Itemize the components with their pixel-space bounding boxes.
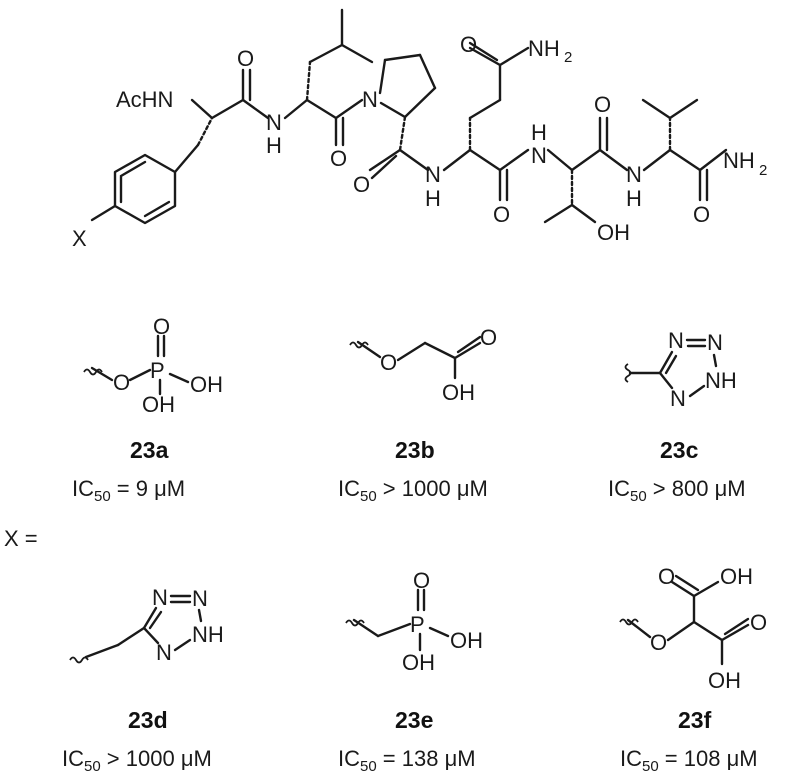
svg-text:OH: OH: [720, 564, 753, 589]
compound-23f-label: 23f: [678, 707, 712, 733]
variant-23b-structure: O O OH: [349, 325, 497, 405]
svg-text:P: P: [410, 612, 425, 637]
nh2-gln-n: NH: [528, 36, 560, 61]
svg-text:OH: OH: [450, 628, 483, 653]
svg-text:N: N: [156, 640, 172, 665]
oxygen-3: O: [353, 172, 370, 197]
compound-23d-label: 23d: [128, 707, 168, 733]
svg-text:N: N: [670, 386, 686, 411]
variant-23d-structure: N N NH N: [69, 585, 224, 665]
oxygen-2: O: [330, 146, 347, 171]
nh-3-h: H: [531, 120, 547, 145]
svg-text:O: O: [480, 325, 497, 350]
svg-text:OH: OH: [708, 668, 741, 693]
variant-23c-structure: N N NH N: [624, 328, 737, 411]
compound-23b-label: 23b: [395, 437, 435, 463]
ic50-23f: IC50 = 108 μM: [620, 746, 758, 775]
oxygen-6: O: [693, 202, 710, 227]
svg-text:O: O: [153, 314, 170, 339]
svg-text:N: N: [707, 330, 723, 355]
bond-benzyl: [173, 143, 200, 174]
variant-23f-structure: O O OH O OH: [619, 564, 767, 693]
variant-23a-structure: O P O OH OH: [83, 314, 223, 417]
svg-text:O: O: [380, 350, 397, 375]
svg-text:O: O: [413, 568, 430, 593]
svg-text:OH: OH: [190, 372, 223, 397]
svg-text:OH: OH: [402, 650, 435, 675]
x-substituent-label: X: [72, 226, 87, 251]
ic50-23d: IC50 > 1000 μM: [62, 746, 212, 775]
svg-text:OH: OH: [142, 392, 175, 417]
proline-ring: [378, 53, 437, 119]
variant-23e-structure: P O OH OH: [345, 568, 483, 675]
svg-text:O: O: [650, 630, 667, 655]
ic50-23e: IC50 = 138 μM: [338, 746, 476, 775]
peptide-structure: X AcHN O N H O N: [72, 8, 767, 251]
oxygen-5: O: [594, 92, 611, 117]
x-equals-label: X =: [4, 526, 38, 551]
proline-n: N: [362, 87, 378, 112]
nh-2-n: N: [425, 162, 441, 187]
ic50-23b: IC50 > 1000 μM: [338, 476, 488, 505]
achn-label: AcHN: [116, 87, 173, 112]
oxygen-4: O: [493, 202, 510, 227]
oxygen-1: O: [237, 46, 254, 71]
nh-2-h: H: [425, 186, 441, 211]
svg-text:O: O: [750, 610, 767, 635]
svg-text:OH: OH: [442, 380, 475, 405]
svg-text:NH: NH: [192, 622, 224, 647]
thr-oh: OH: [597, 220, 630, 245]
svg-text:P: P: [150, 358, 165, 383]
nh2-gln-sub: 2: [564, 49, 572, 66]
svg-text:N: N: [668, 328, 684, 353]
svg-text:NH: NH: [705, 368, 737, 393]
svg-text:O: O: [658, 564, 675, 589]
nh-4-h: H: [626, 186, 642, 211]
nh-1-h: H: [266, 133, 282, 158]
compound-23e-label: 23e: [395, 707, 433, 733]
oxygen-gln-side: O: [460, 32, 477, 57]
ic50-23a: IC50 = 9 μM: [72, 476, 185, 505]
svg-text:N: N: [192, 586, 208, 611]
compound-23c-label: 23c: [660, 437, 699, 463]
compound-23a-label: 23a: [130, 437, 169, 463]
phenyl-ring: [90, 153, 177, 225]
stereo-hash-1: [196, 116, 214, 147]
nh2-cterm-sub: 2: [759, 162, 767, 179]
ic50-23c: IC50 > 800 μM: [608, 476, 746, 505]
nh2-cterm-n: NH: [723, 148, 755, 173]
svg-text:N: N: [152, 585, 168, 610]
nh-3-n: N: [531, 143, 547, 168]
nh-1-n: N: [266, 110, 282, 135]
nh-4-n: N: [626, 162, 642, 187]
svg-text:O: O: [113, 370, 130, 395]
